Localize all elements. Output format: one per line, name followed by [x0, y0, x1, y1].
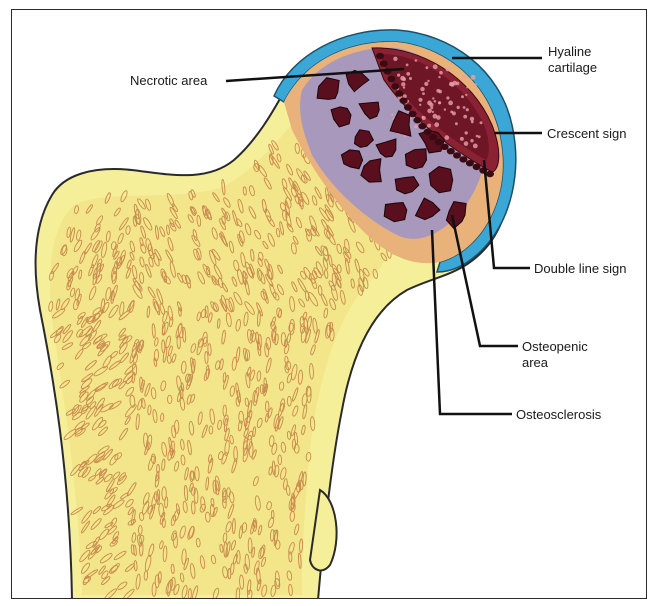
label-crescent-sign-text: Crescent sign: [547, 126, 626, 142]
double-line-bead: [376, 53, 384, 59]
double-line-bead: [424, 129, 432, 135]
double-line-bead: [409, 111, 417, 117]
label-hyaline-cartilage: Hyaline cartilage: [548, 44, 597, 76]
double-line-bead: [453, 152, 461, 158]
necrotic-dot: [455, 122, 458, 125]
label-necrotic-area-text: Necrotic area: [130, 73, 207, 89]
necrotic-dot: [397, 74, 400, 77]
necrotic-dot: [406, 64, 409, 67]
necrotic-dot: [463, 115, 467, 119]
necrotic-dot: [433, 114, 438, 119]
double-line-bead: [391, 83, 399, 89]
label-osteosclerosis: Osteosclerosis: [516, 407, 601, 423]
double-line-bead: [466, 160, 474, 166]
necrotic-dot: [406, 72, 410, 76]
necrotic-dot: [446, 96, 449, 99]
necrotic-dot: [415, 59, 418, 62]
double-line-bead: [486, 171, 494, 177]
necrotic-dot: [450, 111, 453, 114]
label-hyaline-line2: cartilage: [548, 60, 597, 76]
necrotic-dot: [432, 97, 434, 99]
necrotic-dot: [418, 98, 422, 102]
necrotic-dot: [401, 82, 405, 86]
necrotic-dot: [420, 87, 424, 91]
necrotic-dot: [463, 106, 466, 109]
necrotic-dot: [393, 57, 397, 61]
necrotic-dot: [427, 109, 432, 114]
necrotic-dot: [466, 87, 468, 89]
double-line-bead: [380, 61, 388, 67]
double-line-bead: [395, 90, 403, 96]
necrotic-dot: [422, 116, 426, 120]
necrotic-dot: [427, 124, 431, 128]
necrotic-dot: [434, 122, 439, 127]
label-crescent-sign: Crescent sign: [547, 126, 626, 142]
necrotic-dot: [422, 92, 425, 95]
label-osteopenic-line1: Osteopenic: [522, 339, 588, 355]
double-line-bead: [404, 104, 412, 110]
label-double-line-sign: Double line sign: [534, 261, 627, 277]
double-line-bead: [429, 134, 437, 140]
necrotic-dot: [433, 64, 438, 69]
necrotic-dot: [463, 75, 466, 78]
double-line-bead: [413, 117, 421, 123]
necrotic-dot: [434, 100, 437, 103]
label-osteosclerosis-text: Osteosclerosis: [516, 407, 601, 423]
double-line-bead: [387, 76, 395, 82]
necrotic-dot: [438, 101, 441, 104]
label-osteopenic-line2: area: [522, 355, 588, 371]
necrotic-dot: [444, 108, 446, 110]
necrotic-dot: [474, 83, 477, 86]
label-necrotic-area: Necrotic area: [130, 73, 207, 89]
double-line-bead: [441, 144, 449, 150]
necrotic-dot: [457, 106, 460, 109]
necrotic-dot: [480, 121, 483, 124]
double-line-bead: [473, 164, 481, 170]
double-line-bead: [400, 98, 408, 104]
necrotic-dot: [465, 131, 468, 134]
double-line-bead: [418, 123, 426, 129]
label-osteopenic-area: Osteopenic area: [522, 339, 588, 371]
necrotic-dot: [391, 114, 393, 116]
necrotic-dot: [446, 67, 450, 71]
double-line-bead: [435, 139, 443, 145]
femur-illustration: [12, 10, 647, 599]
necrotic-dot: [452, 81, 457, 86]
necrotic-dot: [438, 76, 440, 78]
necrotic-dot: [427, 101, 432, 106]
necrotic-dot: [464, 141, 469, 146]
necrotic-dot: [400, 76, 405, 81]
necrotic-dot: [471, 75, 476, 80]
necrotic-dot: [419, 104, 421, 106]
necrotic-dot: [414, 125, 417, 128]
figure-frame: Necrotic area Hyaline cartilage Crescent…: [11, 9, 647, 599]
label-double-line-sign-text: Double line sign: [534, 261, 627, 277]
necrotic-dot: [409, 77, 412, 80]
double-line-bead: [447, 148, 455, 154]
necrotic-dot: [460, 137, 464, 141]
necrotic-dot: [470, 117, 474, 121]
necrotic-dot: [403, 86, 405, 88]
necrotic-dot: [470, 139, 473, 142]
necrotic-dot: [466, 108, 469, 111]
necrotic-dot: [424, 82, 428, 86]
necrotic-dot: [432, 111, 434, 113]
double-line-bead: [459, 156, 467, 162]
necrotic-dot: [465, 94, 467, 96]
necrotic-dot: [478, 135, 481, 138]
necrotic-dot: [439, 71, 443, 75]
necrotic-dot: [461, 95, 464, 98]
necrotic-dot: [426, 66, 429, 69]
necrotic-dot: [438, 90, 442, 94]
necrotic-dot: [445, 135, 450, 140]
necrotic-dot: [473, 144, 478, 149]
necrotic-dot: [448, 101, 453, 106]
label-hyaline-line1: Hyaline: [548, 44, 597, 60]
necrotic-dot: [427, 80, 429, 82]
